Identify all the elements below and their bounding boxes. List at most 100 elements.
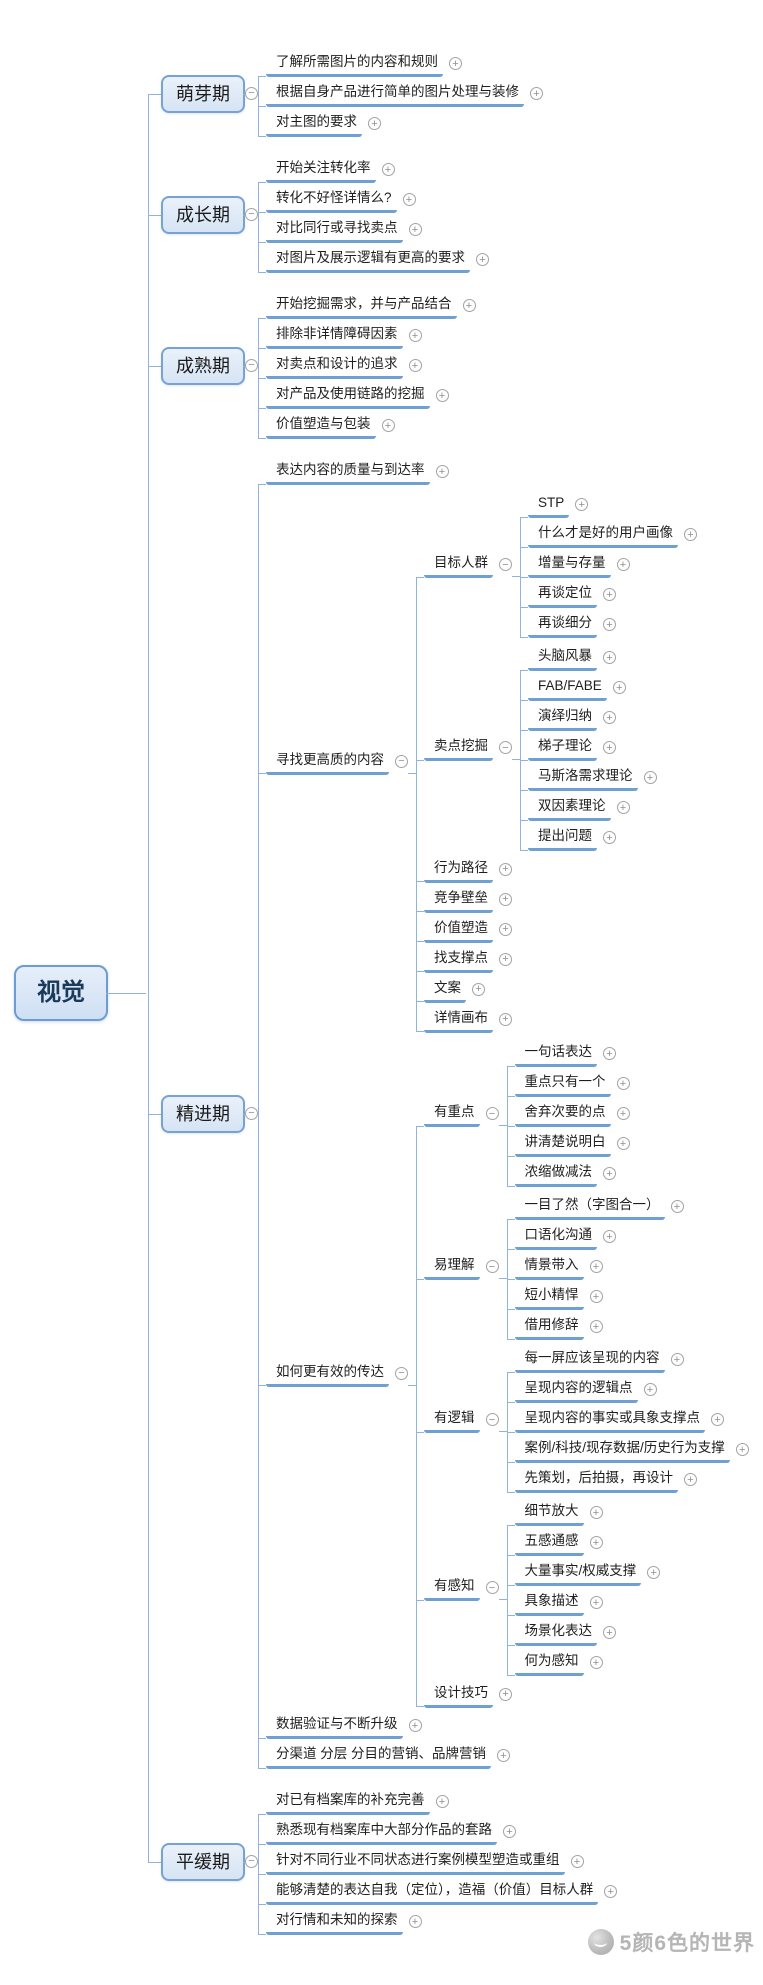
root-node[interactable]: 视觉 — [14, 964, 146, 1021]
collapse-icon[interactable]: − — [499, 558, 512, 571]
topic-node[interactable]: 情景带入+ — [514, 1253, 603, 1280]
topic-node[interactable]: 案例/科技/现存数据/历史行为支撑+ — [514, 1436, 749, 1463]
expand-icon[interactable]: + — [472, 982, 485, 996]
expand-icon[interactable]: + — [612, 681, 626, 694]
expand-icon[interactable]: + — [589, 1656, 603, 1669]
collapse-icon[interactable]: − — [485, 1107, 499, 1120]
collapse-icon[interactable]: − — [245, 86, 258, 100]
expand-icon[interactable]: + — [603, 1626, 616, 1639]
topic-node[interactable]: 目标人群− — [424, 551, 520, 578]
topic-node[interactable]: 对主图的要求+ — [266, 110, 381, 137]
topic-node[interactable]: 能够清楚的表达自我（定位），造福（价值）目标人群+ — [266, 1878, 618, 1905]
topic-node[interactable]: 一句话表达+ — [514, 1040, 616, 1067]
expand-icon[interactable]: + — [499, 1012, 512, 1026]
topic-node[interactable]: 排除非详情障碍因素+ — [266, 322, 422, 349]
collapse-icon[interactable]: − — [245, 207, 258, 221]
topic-node[interactable]: 找支撑点+ — [424, 946, 512, 973]
topic-node[interactable]: 讲清楚说明白+ — [514, 1130, 630, 1157]
topic-node[interactable]: 易理解− — [424, 1253, 506, 1280]
collapse-icon[interactable]: − — [245, 1854, 258, 1868]
topic-node[interactable]: 马斯洛需求理论+ — [528, 764, 657, 791]
expand-icon[interactable]: + — [643, 771, 657, 784]
topic-node[interactable]: 呈现内容的逻辑点+ — [514, 1376, 657, 1403]
topic-node[interactable]: 细节放大+ — [514, 1499, 603, 1526]
collapse-icon[interactable]: − — [485, 1581, 499, 1594]
expand-icon[interactable]: + — [575, 498, 589, 511]
expand-icon[interactable]: + — [684, 1473, 697, 1486]
topic-node[interactable]: 行为路径+ — [424, 856, 512, 883]
expand-icon[interactable]: + — [647, 1566, 661, 1579]
topic-node[interactable]: 设计技巧+ — [424, 1681, 512, 1708]
topic-node[interactable]: 五感通感+ — [514, 1529, 603, 1556]
expand-icon[interactable]: + — [603, 711, 616, 724]
topic-node[interactable]: 有逻辑− — [424, 1406, 506, 1433]
expand-icon[interactable]: + — [381, 163, 395, 176]
collapse-icon[interactable]: − — [499, 741, 512, 754]
expand-icon[interactable]: + — [408, 1719, 422, 1732]
stage-node[interactable]: 萌芽期− — [161, 74, 258, 113]
expand-icon[interactable]: + — [603, 651, 616, 664]
collapse-icon[interactable]: − — [245, 1106, 258, 1120]
expand-icon[interactable]: + — [603, 1047, 616, 1060]
topic-node[interactable]: 对卖点和设计的追求+ — [266, 352, 422, 379]
expand-icon[interactable]: + — [603, 741, 616, 754]
expand-icon[interactable]: + — [735, 1443, 749, 1456]
topic-node[interactable]: 有重点− — [424, 1100, 506, 1127]
expand-icon[interactable]: + — [570, 1855, 584, 1868]
expand-icon[interactable]: + — [408, 1915, 422, 1928]
topic-node[interactable]: 开始关注转化率+ — [266, 156, 395, 183]
expand-icon[interactable]: + — [499, 922, 512, 936]
topic-node[interactable]: 具象描述+ — [514, 1589, 603, 1616]
topic-node[interactable]: 文案+ — [424, 976, 485, 1003]
expand-icon[interactable]: + — [670, 1353, 684, 1366]
collapse-icon[interactable]: − — [485, 1260, 499, 1273]
topic-node[interactable]: 寻找更高质的内容− — [266, 748, 416, 775]
topic-node[interactable]: 转化不好怪详情么?+ — [266, 186, 416, 213]
topic-node[interactable]: 数据验证与不断升级+ — [266, 1712, 422, 1739]
expand-icon[interactable]: + — [603, 1230, 616, 1243]
expand-icon[interactable]: + — [603, 588, 616, 601]
expand-icon[interactable]: + — [408, 329, 422, 342]
expand-icon[interactable]: + — [616, 1107, 630, 1120]
topic-node[interactable]: 场景化表达+ — [514, 1619, 616, 1646]
expand-icon[interactable]: + — [449, 57, 462, 70]
topic-node[interactable]: 再谈定位+ — [528, 581, 616, 608]
expand-icon[interactable]: + — [589, 1260, 603, 1273]
expand-icon[interactable]: + — [368, 117, 381, 130]
topic-node[interactable]: 双因素理论+ — [528, 794, 630, 821]
topic-node[interactable]: 表达内容的质量与到达率+ — [266, 458, 449, 485]
expand-icon[interactable]: + — [497, 1749, 511, 1762]
stage-node[interactable]: 成熟期− — [161, 346, 258, 385]
topic-node[interactable]: 浓缩做减法+ — [514, 1160, 616, 1187]
topic-node[interactable]: 价值塑造与包装+ — [266, 412, 395, 439]
expand-icon[interactable]: + — [589, 1320, 603, 1333]
topic-node[interactable]: 舍弃次要的点+ — [514, 1100, 630, 1127]
topic-node[interactable]: 熟悉现有档案库中大部分作品的套路+ — [266, 1818, 516, 1845]
topic-node[interactable]: 口语化沟通+ — [514, 1223, 616, 1250]
expand-icon[interactable]: + — [402, 193, 416, 206]
topic-node[interactable]: 对产品及使用链路的挖掘+ — [266, 382, 449, 409]
expand-icon[interactable]: + — [603, 831, 616, 844]
topic-node[interactable]: 先策划，后拍摄，再设计+ — [514, 1466, 697, 1493]
expand-icon[interactable]: + — [499, 952, 512, 966]
topic-node[interactable]: FAB/FABE+ — [528, 674, 626, 701]
topic-node[interactable]: 借用修辞+ — [514, 1313, 603, 1340]
expand-icon[interactable]: + — [603, 1167, 616, 1180]
topic-node[interactable]: 了解所需图片的内容和规则+ — [266, 50, 462, 77]
collapse-icon[interactable]: − — [485, 1413, 499, 1426]
topic-node[interactable]: 分渠道 分层 分目的营销、品牌营销+ — [266, 1742, 511, 1769]
topic-node[interactable]: 呈现内容的事实或具象支撑点+ — [514, 1406, 724, 1433]
stage-node[interactable]: 精进期− — [161, 1094, 258, 1133]
topic-node[interactable]: 大量事实/权威支撑+ — [514, 1559, 661, 1586]
expand-icon[interactable]: + — [589, 1506, 603, 1519]
topic-node[interactable]: 价值塑造+ — [424, 916, 512, 943]
expand-icon[interactable]: + — [589, 1290, 603, 1303]
topic-node[interactable]: 有感知− — [424, 1574, 506, 1601]
topic-node[interactable]: 如何更有效的传达− — [266, 1360, 416, 1387]
expand-icon[interactable]: + — [616, 801, 630, 814]
topic-node[interactable]: 对比同行或寻找卖点+ — [266, 216, 422, 243]
topic-node[interactable]: 一目了然（字图合一）+ — [514, 1193, 684, 1220]
topic-node[interactable]: 竞争壁垒+ — [424, 886, 512, 913]
expand-icon[interactable]: + — [670, 1200, 684, 1213]
expand-icon[interactable]: + — [530, 87, 543, 100]
